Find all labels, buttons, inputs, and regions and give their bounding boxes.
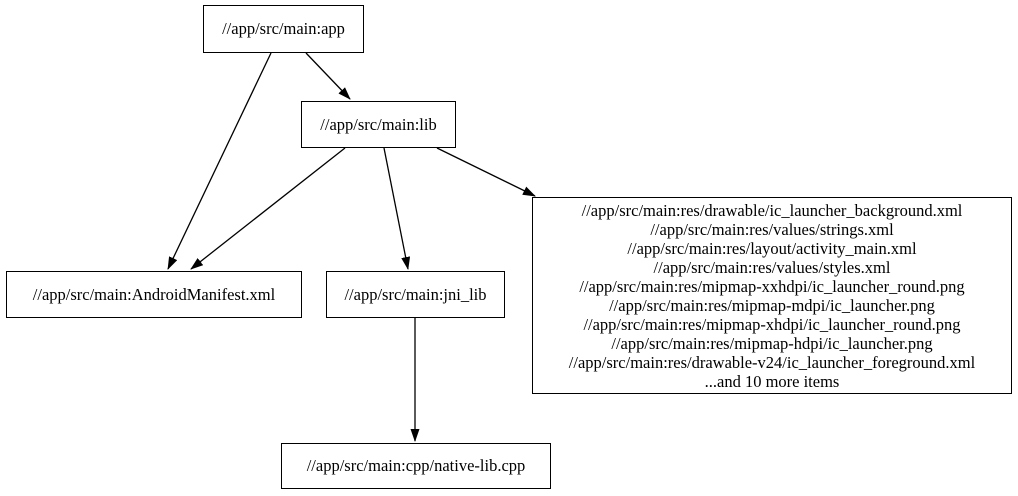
node-android-manifest: //app/src/main:AndroidManifest.xml (6, 271, 302, 318)
res-file-line: //app/src/main:res/mipmap-xhdpi/ic_launc… (583, 314, 961, 334)
res-file-line: //app/src/main:res/values/styles.xml (653, 257, 891, 277)
res-more-items-line: ...and 10 more items (704, 371, 840, 391)
res-file-line: //app/src/main:res/layout/activity_main.… (627, 238, 917, 258)
node-app: //app/src/main:app (203, 5, 364, 53)
node-lib: //app/src/main:lib (301, 101, 456, 148)
res-file-line: //app/src/main:res/values/strings.xml (650, 219, 894, 239)
res-file-line: //app/src/main:res/drawable-v24/ic_launc… (568, 352, 976, 372)
node-android-manifest-label: //app/src/main:AndroidManifest.xml (32, 284, 276, 304)
res-file-line: //app/src/main:res/drawable/ic_launcher_… (581, 200, 963, 220)
edge-app-to-manifest (167, 52, 272, 270)
node-lib-label: //app/src/main:lib (320, 114, 437, 134)
node-res-file-group: //app/src/main:res/drawable/ic_launcher_… (532, 197, 1012, 394)
edge-lib-to-jni-lib (383, 147, 411, 270)
node-native-lib-cpp-label: //app/src/main:cpp/native-lib.cpp (306, 456, 526, 475)
node-jni-lib-label: //app/src/main:jni_lib (344, 284, 487, 304)
edge-lib-to-manifest (190, 147, 346, 270)
res-file-line: //app/src/main:res/mipmap-mdpi/ic_launch… (609, 295, 935, 315)
edge-lib-to-res-group (436, 147, 536, 197)
node-native-lib-cpp: //app/src/main:cpp/native-lib.cpp (281, 443, 551, 489)
edge-app-to-lib (305, 52, 351, 100)
res-file-line: //app/src/main:res/mipmap-xxhdpi/ic_laun… (579, 276, 965, 296)
res-file-line: //app/src/main:res/mipmap-hdpi/ic_launch… (611, 333, 933, 353)
node-jni-lib: //app/src/main:jni_lib (326, 271, 505, 318)
node-app-label: //app/src/main:app (222, 19, 345, 38)
